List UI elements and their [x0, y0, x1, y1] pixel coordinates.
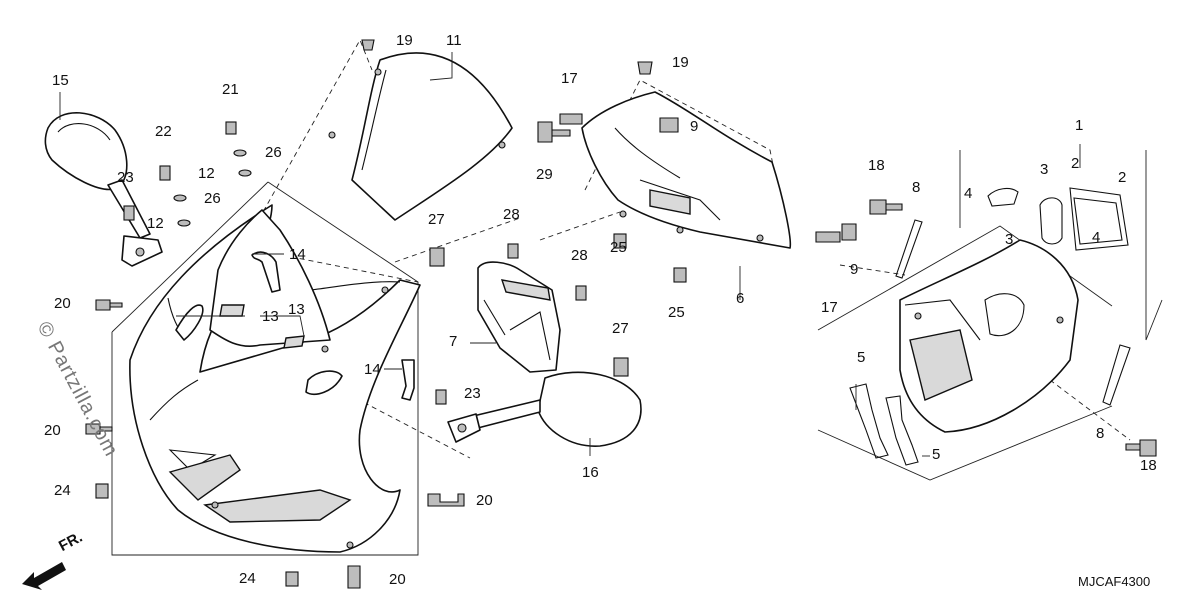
- callout-24: 24: [54, 482, 71, 499]
- callout-29: 29: [536, 166, 553, 183]
- callout-17: 17: [821, 299, 838, 316]
- callout-15: 15: [52, 72, 69, 89]
- air-duct: [477, 261, 561, 373]
- callout-12: 12: [198, 165, 215, 182]
- callout-20: 20: [476, 492, 493, 509]
- callout-8: 8: [1096, 425, 1105, 442]
- callout-12: 12: [147, 215, 164, 232]
- callout-28: 28: [571, 247, 588, 264]
- inner-cover: [899, 239, 1079, 433]
- callout-20: 20: [44, 422, 61, 439]
- callout-27: 27: [428, 211, 445, 228]
- callout-28: 28: [503, 206, 520, 223]
- callout-25: 25: [668, 304, 685, 321]
- callout-9: 9: [690, 118, 699, 135]
- callout-19: 19: [396, 32, 413, 49]
- callout-5: 5: [932, 446, 941, 463]
- callout-19: 19: [672, 54, 689, 71]
- seal-strips: [849, 383, 919, 466]
- callout-21: 21: [222, 81, 239, 98]
- right-mirror: [447, 371, 642, 447]
- callout-9: 9: [850, 261, 859, 278]
- front-direction-arrow-icon: [22, 562, 66, 590]
- callout-20: 20: [389, 571, 406, 588]
- callout-25: 25: [610, 239, 627, 256]
- callout-20: 20: [54, 295, 71, 312]
- callout-13: 13: [262, 308, 279, 325]
- trim-strips: [251, 251, 415, 401]
- callout-4: 4: [1092, 229, 1101, 246]
- callout-26: 26: [265, 144, 282, 161]
- brackets: [895, 219, 1131, 406]
- callout-11: 11: [446, 32, 462, 49]
- callout-18: 18: [1140, 457, 1157, 474]
- leader-lines: [59, 52, 1081, 457]
- callout-13: 13: [288, 301, 305, 318]
- callout-22: 22: [155, 123, 172, 140]
- left-mirror: [44, 112, 163, 267]
- callout-4: 4: [964, 185, 973, 202]
- callout-3: 3: [1040, 161, 1049, 178]
- windscreen: [328, 52, 513, 221]
- callout-1: 1: [1075, 117, 1084, 134]
- callout-24: 24: [239, 570, 256, 587]
- diagram-code: MJCAF4300: [1078, 574, 1151, 589]
- callout-16: 16: [582, 464, 599, 481]
- callout-14: 14: [289, 246, 306, 263]
- callout-3: 3: [1005, 231, 1014, 248]
- callout-7: 7: [449, 333, 458, 350]
- callout-17: 17: [561, 70, 578, 87]
- callout-8: 8: [912, 179, 921, 196]
- callout-26: 26: [204, 190, 221, 207]
- fasteners: [85, 39, 1157, 589]
- callout-14: 14: [364, 361, 381, 378]
- callout-5: 5: [857, 349, 866, 366]
- meter-stay: [581, 91, 792, 249]
- callout-18: 18: [868, 157, 885, 174]
- clip-set: [987, 187, 1129, 251]
- callout-2: 2: [1118, 169, 1127, 186]
- callout-27: 27: [612, 320, 629, 337]
- callout-23: 23: [117, 169, 134, 186]
- callout-23: 23: [464, 385, 481, 402]
- callout-6: 6: [736, 290, 745, 307]
- callout-2: 2: [1071, 155, 1080, 172]
